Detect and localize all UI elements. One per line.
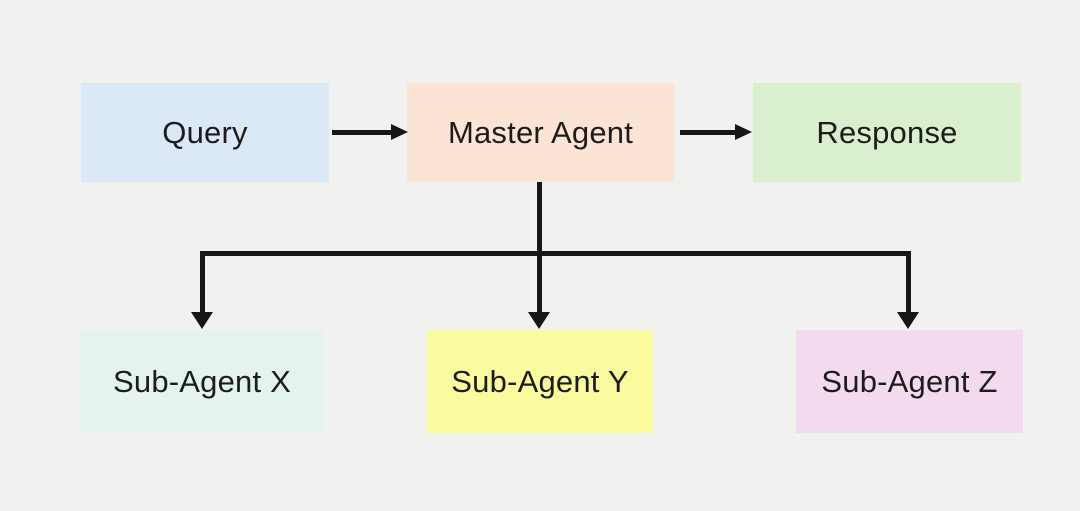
node-sub-agent-x-label: Sub-Agent X	[113, 363, 291, 399]
node-query-label: Query	[162, 114, 248, 150]
node-sub-agent-y: Sub-Agent Y	[427, 330, 653, 433]
edge-master-to-sub-y-arrowhead-icon	[528, 312, 550, 329]
edge-query-to-master-arrowhead-icon	[391, 124, 408, 140]
edge-branch-horizontal-line	[200, 251, 911, 256]
edge-master-to-sub-x-line	[200, 251, 205, 312]
edge-master-to-sub-x-arrowhead-icon	[191, 312, 213, 329]
edge-query-to-master-line	[332, 130, 392, 135]
node-sub-agent-z-label: Sub-Agent Z	[821, 363, 998, 399]
node-response-label: Response	[816, 114, 958, 150]
node-master-agent: Master Agent	[407, 83, 674, 182]
edge-master-to-sub-z-arrowhead-icon	[897, 312, 919, 329]
node-master-agent-label: Master Agent	[447, 114, 634, 150]
edge-master-trunk-line	[537, 182, 542, 312]
edge-master-to-response-line	[680, 130, 736, 135]
edge-master-to-response-arrowhead-icon	[735, 124, 752, 140]
node-response: Response	[753, 83, 1021, 182]
edge-master-to-sub-z-line	[906, 251, 911, 312]
node-sub-agent-z: Sub-Agent Z	[796, 330, 1023, 433]
node-query: Query	[81, 83, 329, 182]
node-sub-agent-x: Sub-Agent X	[81, 330, 323, 433]
node-sub-agent-y-label: Sub-Agent Y	[451, 363, 629, 399]
